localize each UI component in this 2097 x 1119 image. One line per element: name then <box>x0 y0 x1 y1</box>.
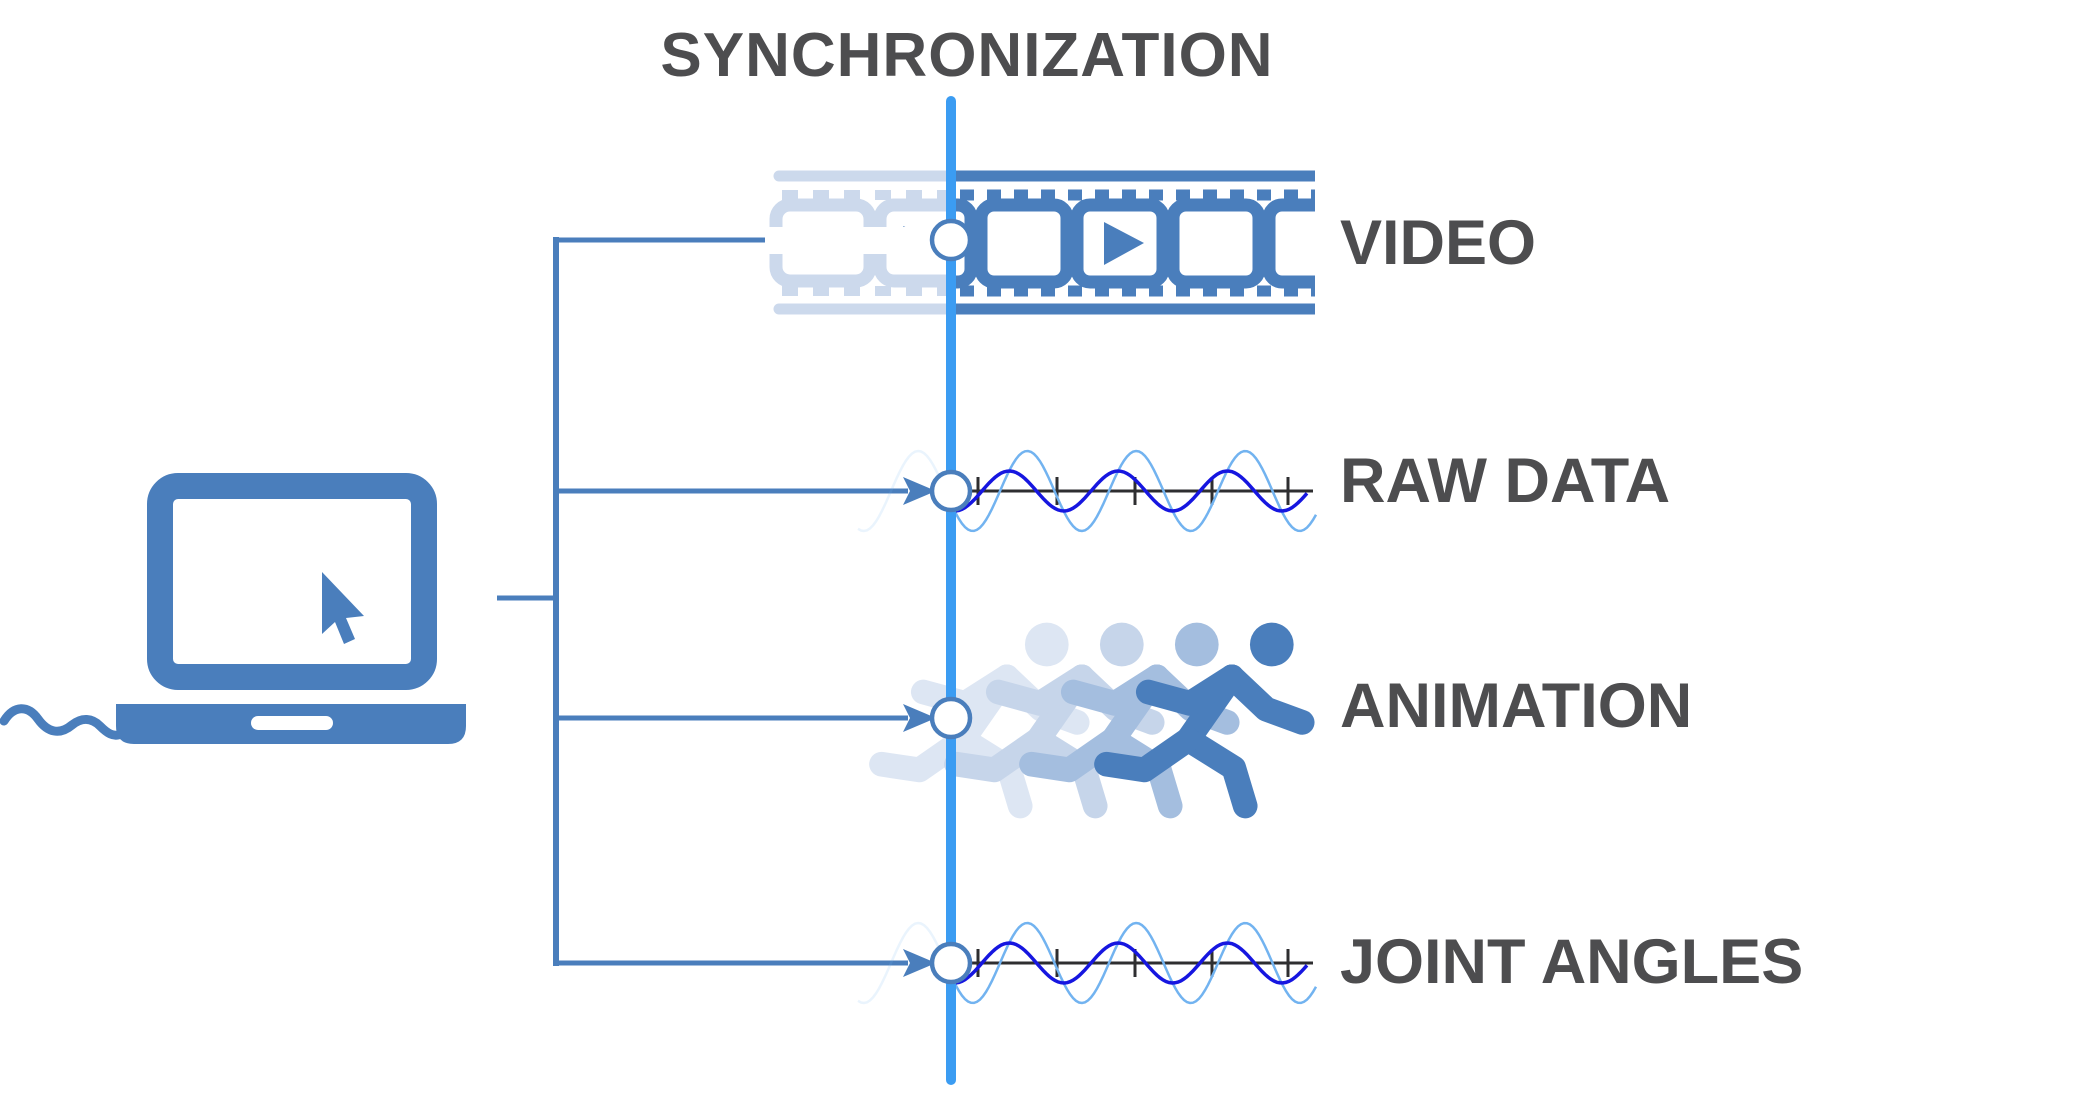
sync-node-joint-angles <box>929 941 973 985</box>
film-strip-icon <box>765 170 1315 315</box>
film-frame-3 <box>1166 198 1266 289</box>
wave-ghost-left <box>857 921 953 1005</box>
film-strip-faded <box>765 170 951 315</box>
connector-lines <box>497 226 936 977</box>
arrowhead-animation <box>903 704 936 732</box>
row-label-joint-angles: JOINT ANGLES <box>1340 927 1804 997</box>
film-frame-1 <box>974 198 1074 289</box>
film-faded-arrow-channel <box>765 227 951 254</box>
sync-node-raw-data <box>929 469 973 513</box>
wave-outer-sine <box>951 921 1318 1005</box>
play-icon <box>1104 222 1144 265</box>
wave-ghost-left <box>857 449 953 533</box>
sync-node-video <box>929 218 973 262</box>
row-label-video: VIDEO <box>1340 208 1537 278</box>
laptop-screen <box>147 473 437 690</box>
wave-inner-sine <box>953 469 1309 513</box>
wave-inner-sine <box>953 941 1309 985</box>
diagram-title: SYNCHRONIZATION <box>660 21 1274 90</box>
laptop-base-notch <box>251 716 333 730</box>
laptop-icon <box>0 473 466 744</box>
wave-outer-sine <box>951 449 1318 533</box>
arrowhead-raw-data <box>903 477 936 505</box>
arrowhead-joint-angles <box>903 949 936 977</box>
wave-ticks <box>976 477 1290 505</box>
laptop-cable <box>0 704 123 740</box>
row-label-raw-data: RAW DATA <box>1340 446 1671 516</box>
film-frame-4 <box>1262 198 1315 289</box>
sync-node-animation <box>929 696 973 740</box>
raw-data-waveform <box>857 449 1318 533</box>
wave-ticks <box>976 949 1290 977</box>
joint-angles-waveform <box>857 921 1318 1005</box>
laptop-cursor-icon <box>322 572 364 644</box>
row-label-animation: ANIMATION <box>1340 671 1693 741</box>
film-frame-2 <box>1070 198 1170 289</box>
